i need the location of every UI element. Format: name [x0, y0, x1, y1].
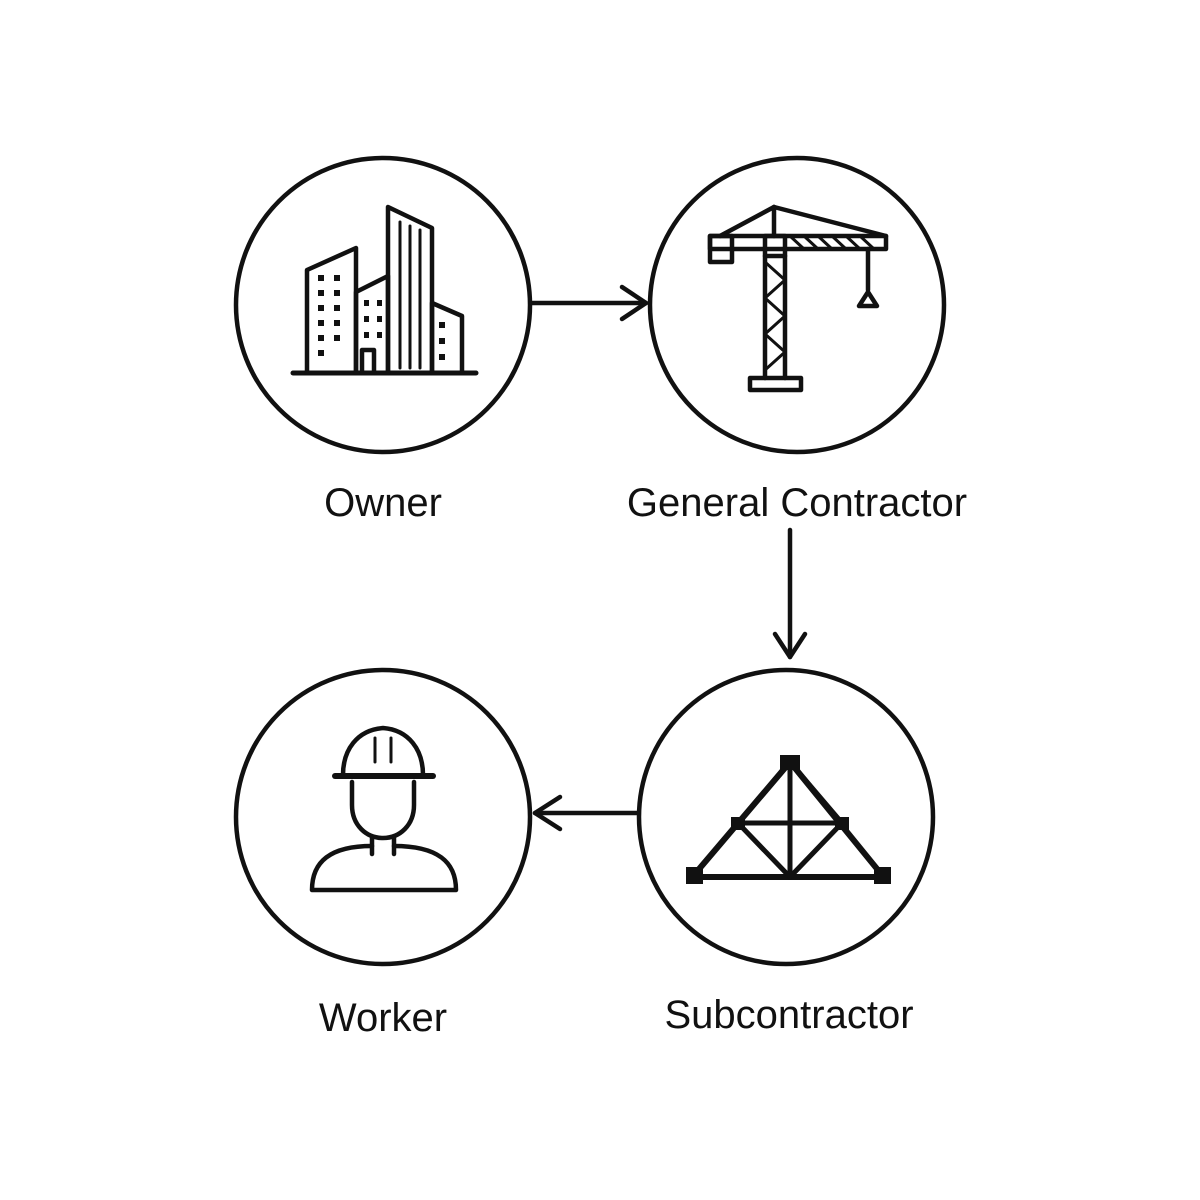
owner-node — [233, 155, 533, 455]
truss-icon — [686, 755, 891, 884]
subcontractor-label: Subcontractor — [664, 993, 914, 1037]
arrow-general-contractor-to-subcontractor — [772, 527, 808, 660]
general-contractor-label: General Contractor — [626, 481, 968, 525]
tower-crane-icon — [707, 204, 889, 393]
worker-node — [233, 667, 533, 967]
general-contractor-node — [647, 155, 947, 455]
worker-label: Worker — [318, 996, 448, 1040]
office-buildings-icon — [290, 204, 479, 376]
arrow-owner-to-general-contractor — [528, 284, 649, 322]
owner-label: Owner — [324, 481, 442, 525]
hard-hat-worker-icon — [309, 725, 459, 893]
arrow-subcontractor-to-worker — [532, 794, 641, 832]
subcontractor-node — [636, 667, 936, 967]
